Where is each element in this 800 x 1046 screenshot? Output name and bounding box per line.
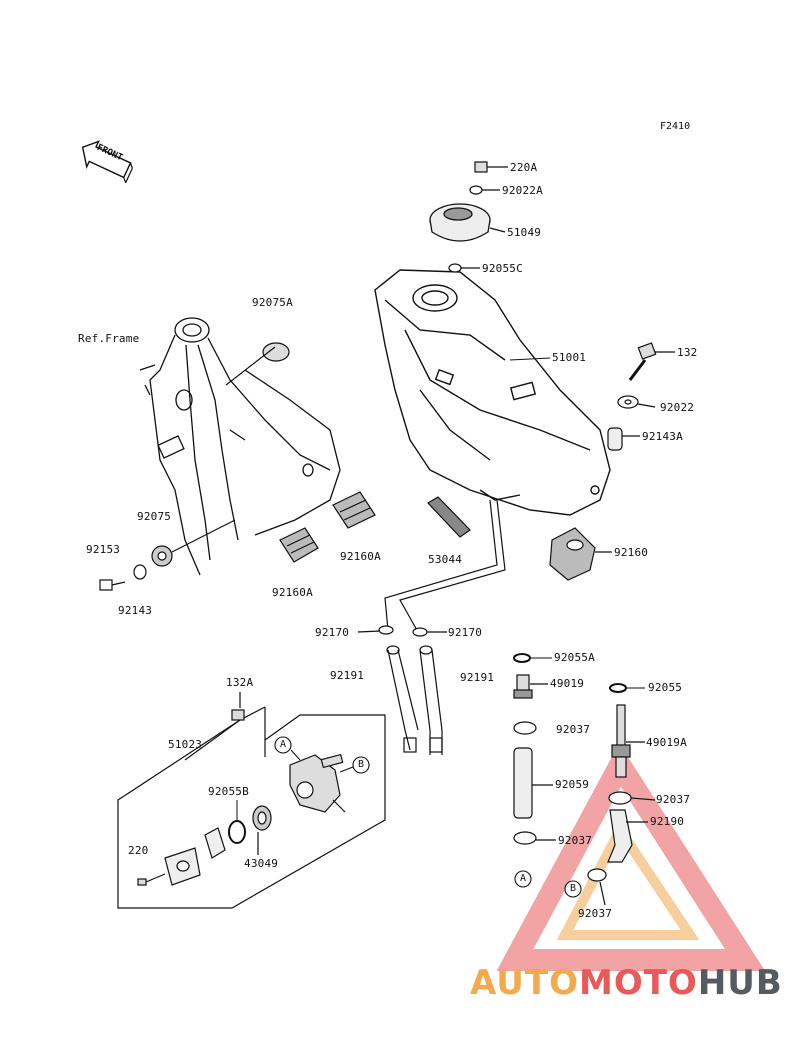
bolt-92153	[99, 519, 236, 591]
marker-b-upper: B	[358, 759, 365, 770]
clamp-92170-left	[357, 625, 394, 635]
part-43049: 43049	[244, 857, 279, 870]
part-92160a-left: 92160A	[272, 586, 313, 599]
part-92055: 92055	[648, 681, 683, 694]
fuel-cock-box	[117, 706, 386, 909]
clip-92037-b	[513, 831, 556, 845]
clip-92037-a	[513, 721, 537, 735]
oring-92055a	[513, 653, 552, 663]
part-92055b: 92055B	[208, 785, 249, 798]
leader-51001	[509, 357, 551, 361]
part-132a: 132A	[226, 676, 254, 689]
fuel-tank-51001	[374, 269, 611, 516]
part-51001: 51001	[552, 351, 587, 364]
lever-part	[204, 827, 226, 859]
gasket-43049	[252, 805, 272, 855]
marker-b-lower: B	[570, 883, 577, 894]
washer-92022	[617, 395, 656, 409]
fuel-cock-body	[289, 753, 346, 813]
bolt-132a	[231, 692, 245, 721]
watermark-auto: AUTO	[470, 963, 579, 1003]
marker-a-upper: A	[280, 739, 287, 750]
oring-92055	[609, 683, 645, 693]
part-220: 220	[128, 844, 149, 857]
valve-49019a	[611, 704, 645, 778]
part-92191-left: 92191	[330, 669, 365, 682]
part-92160: 92160	[614, 546, 649, 559]
part-92153: 92153	[86, 543, 121, 556]
part-92037-c: 92037	[656, 793, 691, 806]
part-92075: 92075	[137, 510, 172, 523]
clip-92037-c	[608, 791, 656, 805]
part-92143: 92143	[118, 604, 153, 617]
screw-220	[137, 873, 166, 886]
part-92037-b: 92037	[558, 834, 593, 847]
part-49019a: 49019A	[646, 736, 687, 749]
plate-part	[164, 847, 201, 886]
washer-92022a	[469, 185, 500, 195]
part-92022: 92022	[660, 401, 695, 414]
plug-92075a	[225, 342, 290, 386]
marker-a-lower: A	[520, 873, 527, 884]
part-92037-d: 92037	[578, 907, 613, 920]
clip-92037-d	[587, 868, 607, 906]
oring-92055b	[228, 800, 246, 844]
clamp-92170-right	[412, 627, 447, 637]
ref-frame-label: Ref.Frame	[78, 332, 140, 345]
part-92055c: 92055C	[482, 262, 523, 275]
frame-illustration	[139, 317, 341, 576]
watermark-hub: HUB	[697, 963, 783, 1003]
part-92022a: 92022A	[502, 184, 543, 197]
bolt-220a	[474, 161, 508, 173]
part-92191-right: 92191	[460, 671, 495, 684]
damper-53044	[427, 496, 471, 538]
part-92160a-right: 92160A	[340, 550, 381, 563]
hose-92190	[607, 809, 648, 863]
part-92190: 92190	[650, 815, 685, 828]
part-51049: 51049	[507, 226, 542, 239]
figure-code: F2410	[660, 121, 691, 132]
damper-92160a-left	[279, 527, 319, 563]
part-220a: 220A	[510, 161, 538, 174]
collar-92143a	[607, 427, 640, 451]
part-92143a: 92143A	[642, 430, 683, 443]
bolt-132	[628, 342, 675, 381]
part-92037-a: 92037	[556, 723, 591, 736]
part-51023: 51023	[168, 738, 203, 751]
part-92055a: 92055A	[554, 651, 595, 664]
marker-circles	[274, 736, 582, 898]
part-92170-left: 92170	[315, 626, 350, 639]
part-92059: 92059	[555, 778, 590, 791]
washer-92055c	[448, 263, 480, 273]
fuel-cap-51049	[429, 203, 506, 242]
watermark-logo: AUTOMOTOHUB	[470, 963, 783, 1003]
valve-49019	[513, 674, 548, 699]
watermark-moto: MOTO	[578, 963, 698, 1003]
watermark-triangle	[496, 743, 766, 971]
fuel-hose-92191	[384, 499, 506, 755]
damper-92160	[549, 527, 612, 581]
part-132: 132	[677, 346, 698, 359]
part-92075a: 92075A	[252, 296, 293, 309]
part-49019: 49019	[550, 677, 585, 690]
damper-92160a-right	[332, 491, 376, 529]
tube-92059	[513, 747, 553, 819]
part-53044: 53044	[428, 553, 463, 566]
part-92170-right: 92170	[448, 626, 483, 639]
front-arrow-icon	[81, 140, 133, 184]
